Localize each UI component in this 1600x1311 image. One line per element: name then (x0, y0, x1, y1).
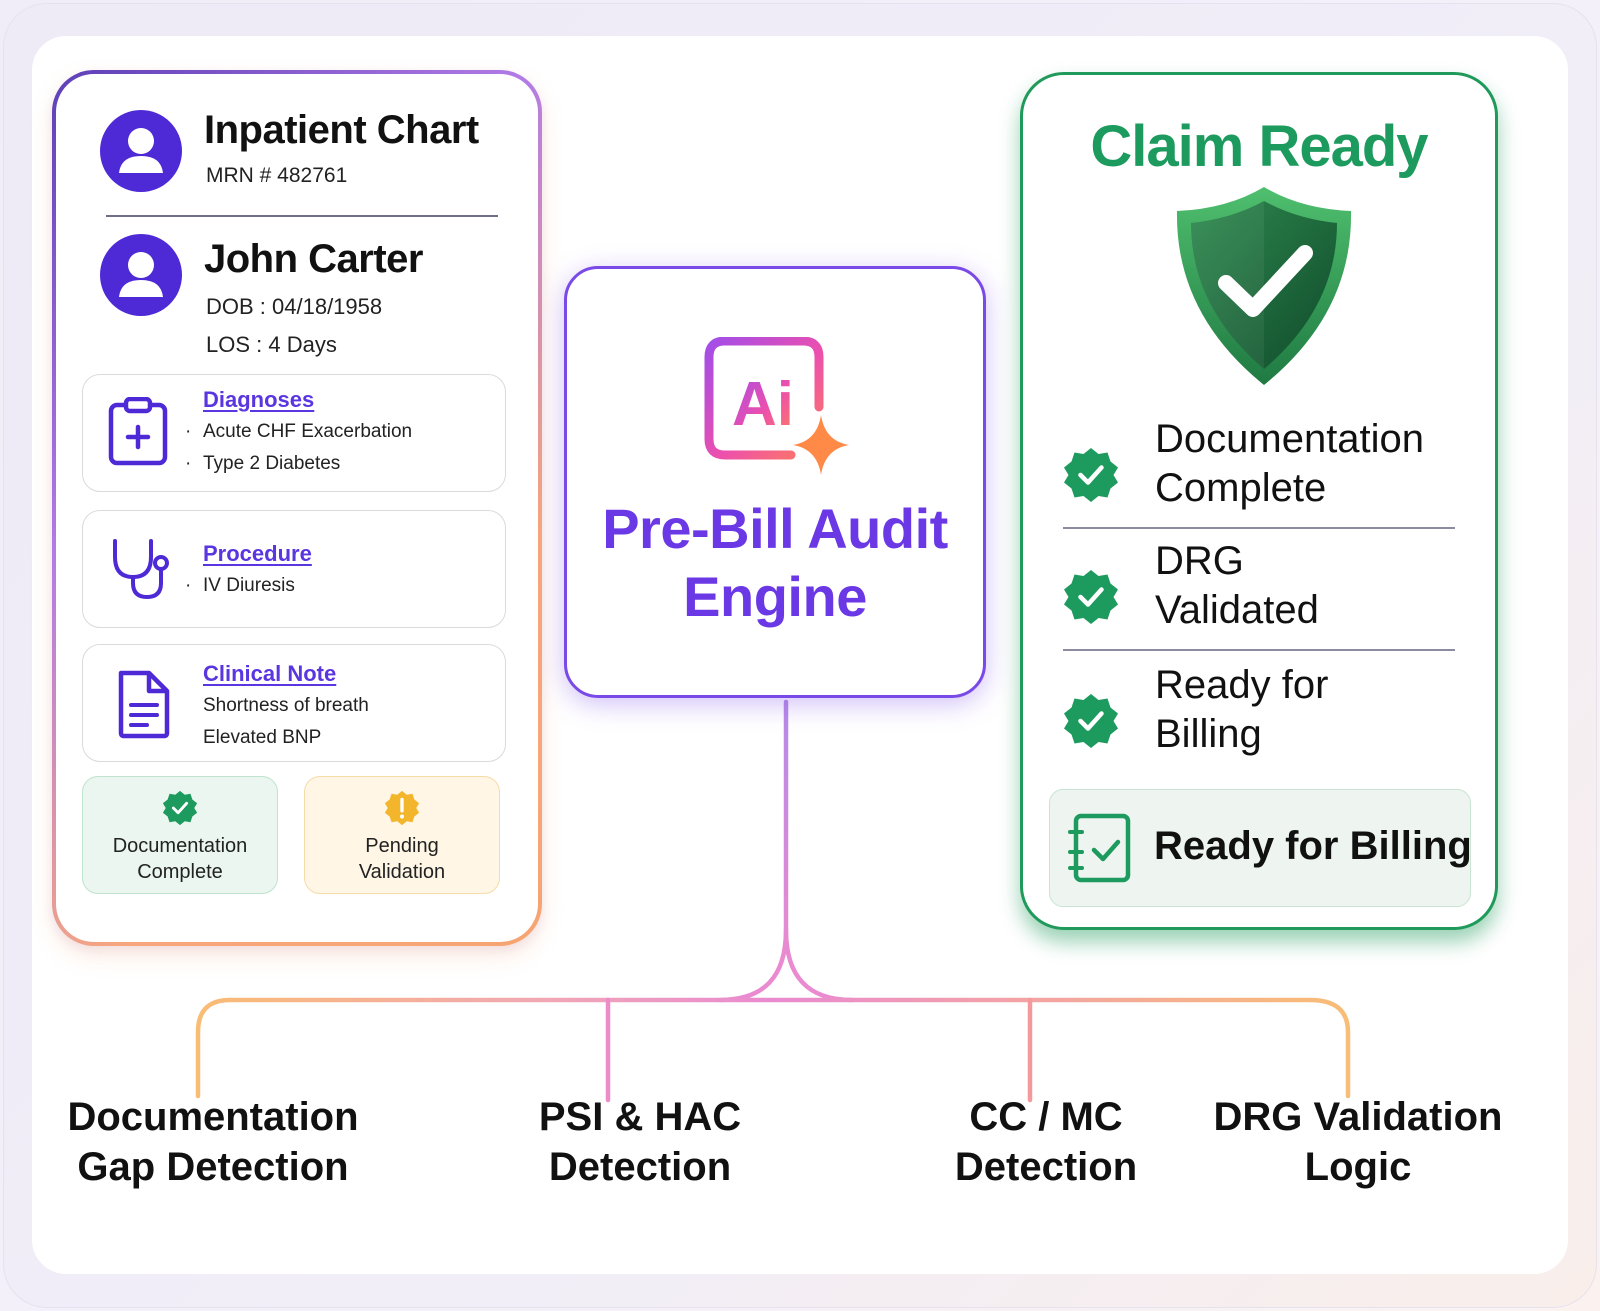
procedure-box: Procedure · IV Diuresis (82, 510, 506, 628)
check-seal-icon (1064, 448, 1118, 502)
ai-sparkle-icon: Ai (704, 337, 849, 475)
module-psi-hac-detection: PSI & HAC Detection (538, 1095, 742, 1189)
svg-text:Ai: Ai (732, 370, 794, 439)
ready-for-billing-banner: Ready for Billing (1049, 789, 1472, 907)
billing-label: Ready for Billing (1154, 824, 1472, 868)
trunk-line (717, 699, 789, 1003)
patient-dob: DOB : 04/18/1958 (206, 294, 383, 319)
checklist-icon (1068, 813, 1131, 883)
divider (106, 215, 498, 217)
divider (1063, 649, 1455, 651)
status-text: Documentation Complete (112, 835, 248, 883)
status-documentation-complete: Documentation Complete (82, 776, 278, 894)
user-icon (100, 110, 182, 192)
bullet: · (185, 575, 192, 596)
check-seal-icon (162, 790, 198, 826)
check-drg-validated: DRG Validated (1059, 537, 1453, 657)
divider (1063, 527, 1455, 529)
diagnosis-item: Acute CHF Exacerbation (203, 421, 413, 442)
status-text: Pending Validation (358, 835, 446, 883)
document-icon (118, 670, 170, 739)
pre-bill-audit-engine: Ai Pre-Bill Audit Engine (564, 266, 986, 698)
stethoscope-icon (113, 539, 169, 600)
clinical-note-line: Elevated BNP (203, 727, 322, 748)
clinical-note-line: Shortness of breath (203, 695, 369, 716)
claim-ready-card: Claim Ready Documentation Complete (1020, 72, 1498, 930)
patient-los: LOS : 4 Days (206, 332, 337, 357)
check-label: Ready for Billing (1155, 663, 1329, 756)
check-label: DRG Validated (1155, 539, 1319, 632)
module-drg-validation-logic: DRG Validation Logic (1213, 1095, 1503, 1189)
user-icon (100, 234, 182, 316)
engine-title: Pre-Bill Audit Engine (602, 497, 948, 628)
alert-seal-icon (384, 790, 420, 826)
clinical-note-box: Clinical Note Shortness of breath Elevat… (82, 644, 506, 762)
shield-check-icon (1176, 187, 1352, 385)
inpatient-chart-card: Inpatient Chart MRN # 482761 John Carter… (52, 70, 542, 946)
check-seal-icon (1064, 570, 1118, 624)
clipboard-plus-icon (108, 397, 168, 466)
branch-left-end (195, 997, 233, 1099)
bullet: · (185, 453, 192, 474)
procedure-item: IV Diuresis (203, 575, 295, 596)
clinical-note-heading[interactable]: Clinical Note (203, 661, 337, 686)
diagnoses-box: Diagnoses · Acute CHF Exacerbation · Typ… (82, 374, 506, 492)
status-pending-validation: Pending Validation (304, 776, 500, 894)
module-documentation-gap-detection: Documentation Gap Detection (67, 1095, 359, 1189)
check-seal-icon (1064, 694, 1118, 748)
procedure-heading[interactable]: Procedure (203, 541, 312, 566)
patient-name: John Carter (204, 237, 424, 281)
check-label: Documentation Complete (1155, 417, 1425, 510)
chart-title: Inpatient Chart (204, 108, 479, 152)
module-cc-mc-detection: CC / MC Detection (954, 1095, 1138, 1189)
trunk-line-right (783, 927, 855, 1003)
check-ready-for-billing: Ready for Billing (1059, 661, 1453, 781)
mrn-number: MRN # 482761 (206, 164, 348, 187)
check-documentation-complete: Documentation Complete (1059, 415, 1453, 535)
diagnoses-heading[interactable]: Diagnoses (203, 387, 315, 412)
claim-ready-title: Claim Ready (1090, 114, 1428, 179)
branch-right-end (1307, 997, 1351, 1099)
bullet: · (185, 421, 192, 442)
diagnosis-item: Type 2 Diabetes (203, 453, 341, 474)
